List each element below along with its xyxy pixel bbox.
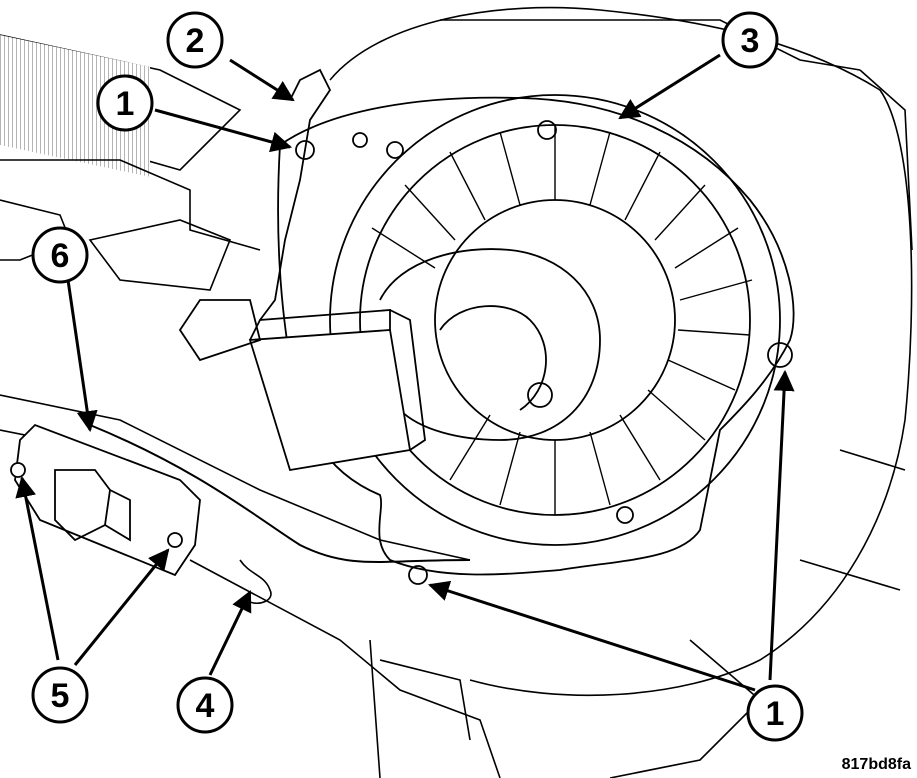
callout-6: 6 <box>31 226 89 284</box>
arrow-2 <box>229 58 295 102</box>
arrow-3 <box>618 53 721 120</box>
arrow-6 <box>66 279 98 433</box>
callout-1b-label: 1 <box>766 695 785 733</box>
arrow-1b-a <box>428 580 756 692</box>
callout-6-label: 6 <box>51 237 70 275</box>
blower-motor-assembly <box>178 68 795 585</box>
callout-5-label: 5 <box>51 677 70 715</box>
callout-5: 5 <box>31 666 89 724</box>
callout-4-label: 4 <box>196 687 215 725</box>
callout-3: 3 <box>721 11 779 69</box>
wire-harness <box>89 424 471 563</box>
callout-2-label: 2 <box>186 22 205 60</box>
callout-1a: 1 <box>96 74 154 132</box>
callout-1b: 1 <box>746 684 804 742</box>
callout-2: 2 <box>166 11 224 69</box>
callout-arrows <box>15 53 795 692</box>
arrow-4 <box>208 590 252 676</box>
callout-3-label: 3 <box>741 22 760 60</box>
arrow-1b-b <box>768 369 795 681</box>
callout-1a-label: 1 <box>116 85 135 123</box>
blower-motor-resistor <box>10 423 201 577</box>
arrow-5b <box>73 548 170 666</box>
hvac-housing <box>0 6 913 778</box>
callout-4: 4 <box>176 676 234 734</box>
arrow-1a <box>154 108 293 153</box>
figure-reference: 817bd8fa <box>841 756 911 773</box>
arrow-5a <box>15 475 60 661</box>
